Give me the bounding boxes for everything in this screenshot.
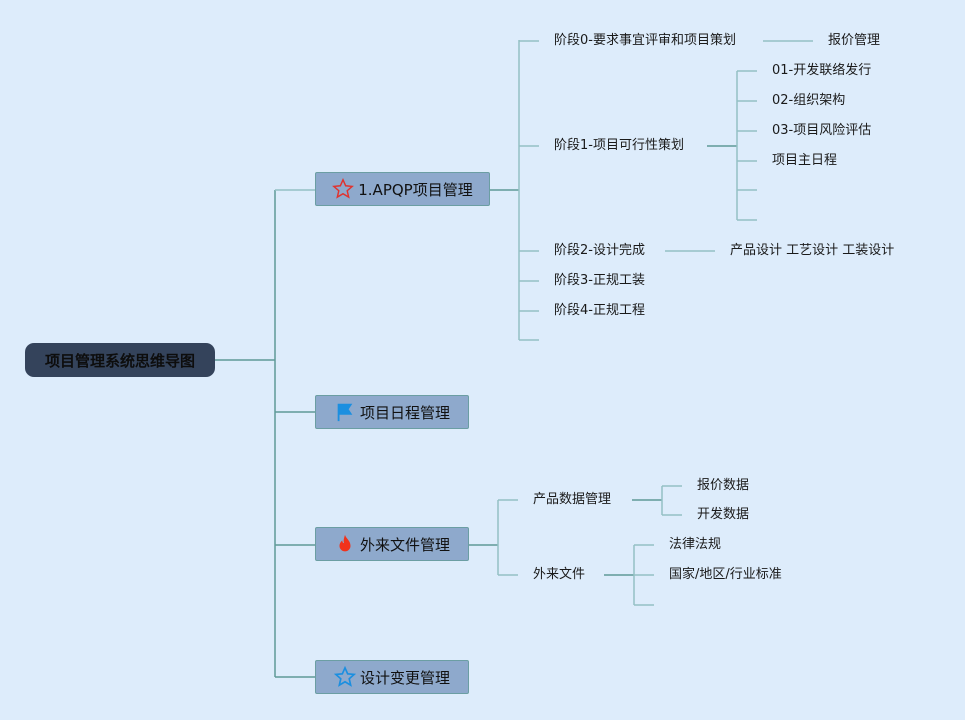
subtopic-item[interactable]: 项目主日程	[772, 153, 838, 168]
flag-icon	[334, 401, 356, 423]
subtopic-stage2[interactable]: 阶段2-设计完成	[554, 243, 645, 258]
subtopic-item[interactable]: 国家/地区/行业标准	[669, 567, 782, 582]
subtopic-item[interactable]: 报价数据	[697, 478, 750, 493]
topic-label: 设计变更管理	[359, 668, 450, 687]
root-label: 项目管理系统思维导图	[44, 351, 195, 370]
topic-label: 1.APQP项目管理	[358, 180, 473, 199]
root-topic[interactable]: 项目管理系统思维导图	[25, 343, 215, 377]
subtopic-stage1[interactable]: 阶段1-项目可行性策划	[554, 138, 684, 153]
topic-schedule[interactable]: 项目日程管理	[315, 395, 469, 429]
subtopic-product-data[interactable]: 产品数据管理	[533, 492, 612, 507]
subtopic-item[interactable]: 03-项目风险评估	[772, 123, 872, 138]
subtopic-stage4[interactable]: 阶段4-正规工程	[554, 303, 645, 318]
subtopic-item[interactable]: 01-开发联络发行	[772, 63, 872, 78]
subtopic-item[interactable]: 02-组织架构	[772, 93, 846, 108]
topic-apqp[interactable]: 1.APQP项目管理	[315, 172, 490, 206]
fire-icon	[334, 533, 356, 555]
topic-label: 项目日程管理	[359, 403, 450, 422]
subtopic-stage3[interactable]: 阶段3-正规工装	[554, 273, 645, 288]
subtopic-item[interactable]: 开发数据	[697, 507, 750, 522]
topic-label: 外来文件管理	[359, 535, 450, 554]
subtopic-external-files[interactable]: 外来文件	[533, 567, 586, 582]
topic-external-docs[interactable]: 外来文件管理	[315, 527, 469, 561]
star-outline-blue-icon	[333, 666, 356, 688]
subtopic-design-items[interactable]: 产品设计 工艺设计 工装设计	[730, 243, 895, 258]
subtopic-stage0[interactable]: 阶段0-要求事宜评审和项目策划	[554, 33, 736, 48]
topic-design-change[interactable]: 设计变更管理	[315, 660, 469, 694]
star-outline-red-icon	[332, 178, 355, 200]
subtopic-item[interactable]: 法律法规	[669, 537, 722, 552]
subtopic-quote-mgmt[interactable]: 报价管理	[828, 33, 881, 48]
